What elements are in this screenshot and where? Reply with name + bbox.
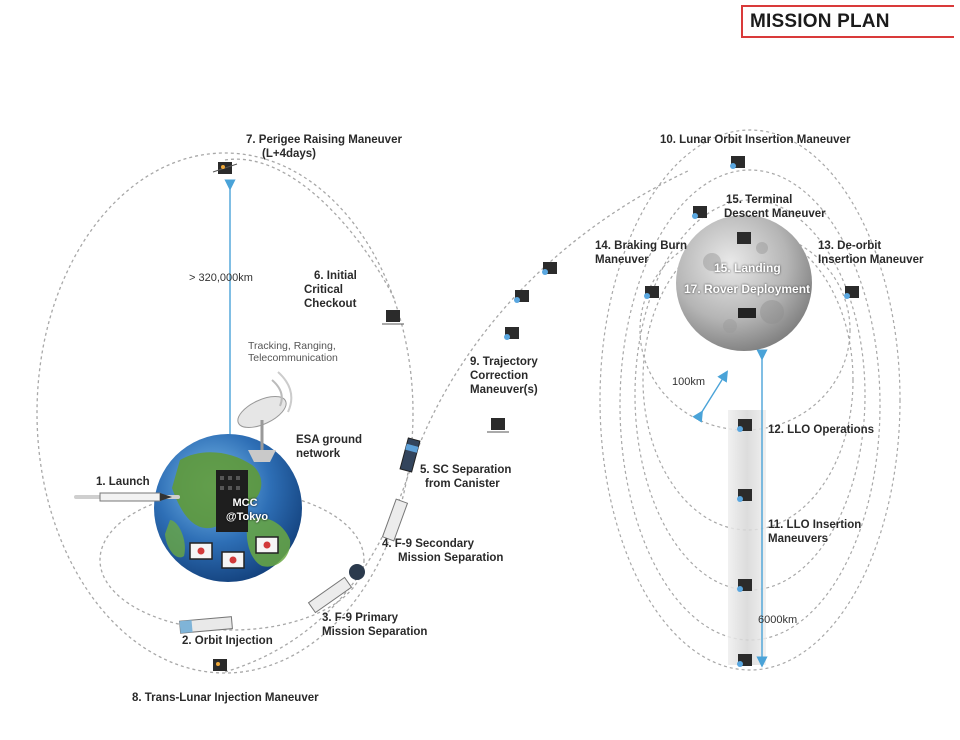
label-braking-2: Maneuver bbox=[595, 254, 649, 266]
lunar-orbit-1 bbox=[599, 129, 901, 671]
label-launch: 1. Launch bbox=[96, 476, 150, 488]
label-terminal-2: Descent Maneuver bbox=[724, 208, 826, 220]
label-tcm-1: 9. Trajectory bbox=[470, 356, 538, 368]
label-tracking-1: Tracking, Ranging, bbox=[248, 340, 336, 352]
label-sc-sep-1: 5. SC Separation bbox=[420, 464, 512, 476]
label-primary-sep-2: Mission Separation bbox=[322, 626, 428, 638]
label-llo-ops: 12. LLO Operations bbox=[768, 424, 875, 436]
label-mcc-2: @Tokyo bbox=[225, 511, 269, 523]
label-initial-checkout-3: Checkout bbox=[304, 298, 357, 310]
spacecraft-icons bbox=[212, 156, 859, 671]
label-deorbit-1: 13. De-orbit bbox=[818, 240, 882, 252]
label-tcm-3: Maneuver(s) bbox=[470, 384, 538, 396]
label-tcm-2: Correction bbox=[470, 370, 529, 382]
mcc-building bbox=[216, 470, 248, 532]
label-distance: > 320,000km bbox=[189, 272, 253, 284]
label-terminal-1: 15. Terminal bbox=[726, 194, 793, 206]
label-perigee-time: (L+4days) bbox=[262, 148, 317, 160]
alt100-arrow bbox=[692, 370, 728, 423]
label-alt6000: 6000km bbox=[758, 614, 798, 626]
lunar-orbit-2 bbox=[619, 169, 881, 641]
launch-rocket bbox=[74, 492, 180, 502]
ground-antenna bbox=[237, 371, 293, 462]
label-sc-sep-2: from Canister bbox=[425, 478, 500, 490]
label-braking-1: 14. Braking Burn bbox=[595, 240, 688, 252]
label-deorbit-2: Insertion Maneuver bbox=[818, 254, 924, 266]
label-tracking-2: Telecommunication bbox=[248, 352, 338, 364]
label-initial-checkout-2: Critical bbox=[304, 284, 343, 296]
rocket-stages bbox=[179, 437, 421, 634]
label-llo-ins-1: 11. LLO Insertion bbox=[768, 519, 862, 531]
label-initial-checkout-1: 6. Initial bbox=[314, 270, 357, 282]
label-tli: 8. Trans-Lunar Injection Maneuver bbox=[132, 692, 319, 704]
label-esa-2: network bbox=[296, 448, 341, 460]
label-secondary-sep-1: 4. F-9 Secondary bbox=[382, 538, 475, 550]
lunar-orbit-4 bbox=[642, 229, 854, 531]
label-landing: 15. Landing bbox=[714, 261, 781, 275]
monitor-screens bbox=[189, 536, 279, 569]
label-primary-sep-1: 3. F-9 Primary bbox=[322, 612, 399, 624]
phasing-orbit bbox=[36, 152, 414, 674]
label-secondary-sep-2: Mission Separation bbox=[398, 552, 504, 564]
label-perigee-raising: 7. Perigee Raising Maneuver bbox=[246, 134, 402, 146]
label-loi: 10. Lunar Orbit Insertion Maneuver bbox=[660, 134, 851, 146]
label-orbit-injection: 2. Orbit Injection bbox=[182, 635, 273, 647]
label-esa-1: ESA ground bbox=[296, 434, 363, 446]
label-llo-ins-2: Maneuvers bbox=[768, 533, 829, 545]
perigee-path bbox=[224, 158, 396, 301]
page-title: MISSION PLAN bbox=[741, 5, 954, 38]
moon bbox=[676, 215, 812, 351]
label-mcc-1: MCC bbox=[232, 497, 258, 509]
earth-orbits bbox=[36, 152, 691, 674]
trans-lunar-path bbox=[224, 169, 691, 673]
label-rover: 17. Rover Deployment bbox=[684, 282, 811, 296]
label-alt100: 100km bbox=[672, 376, 706, 388]
